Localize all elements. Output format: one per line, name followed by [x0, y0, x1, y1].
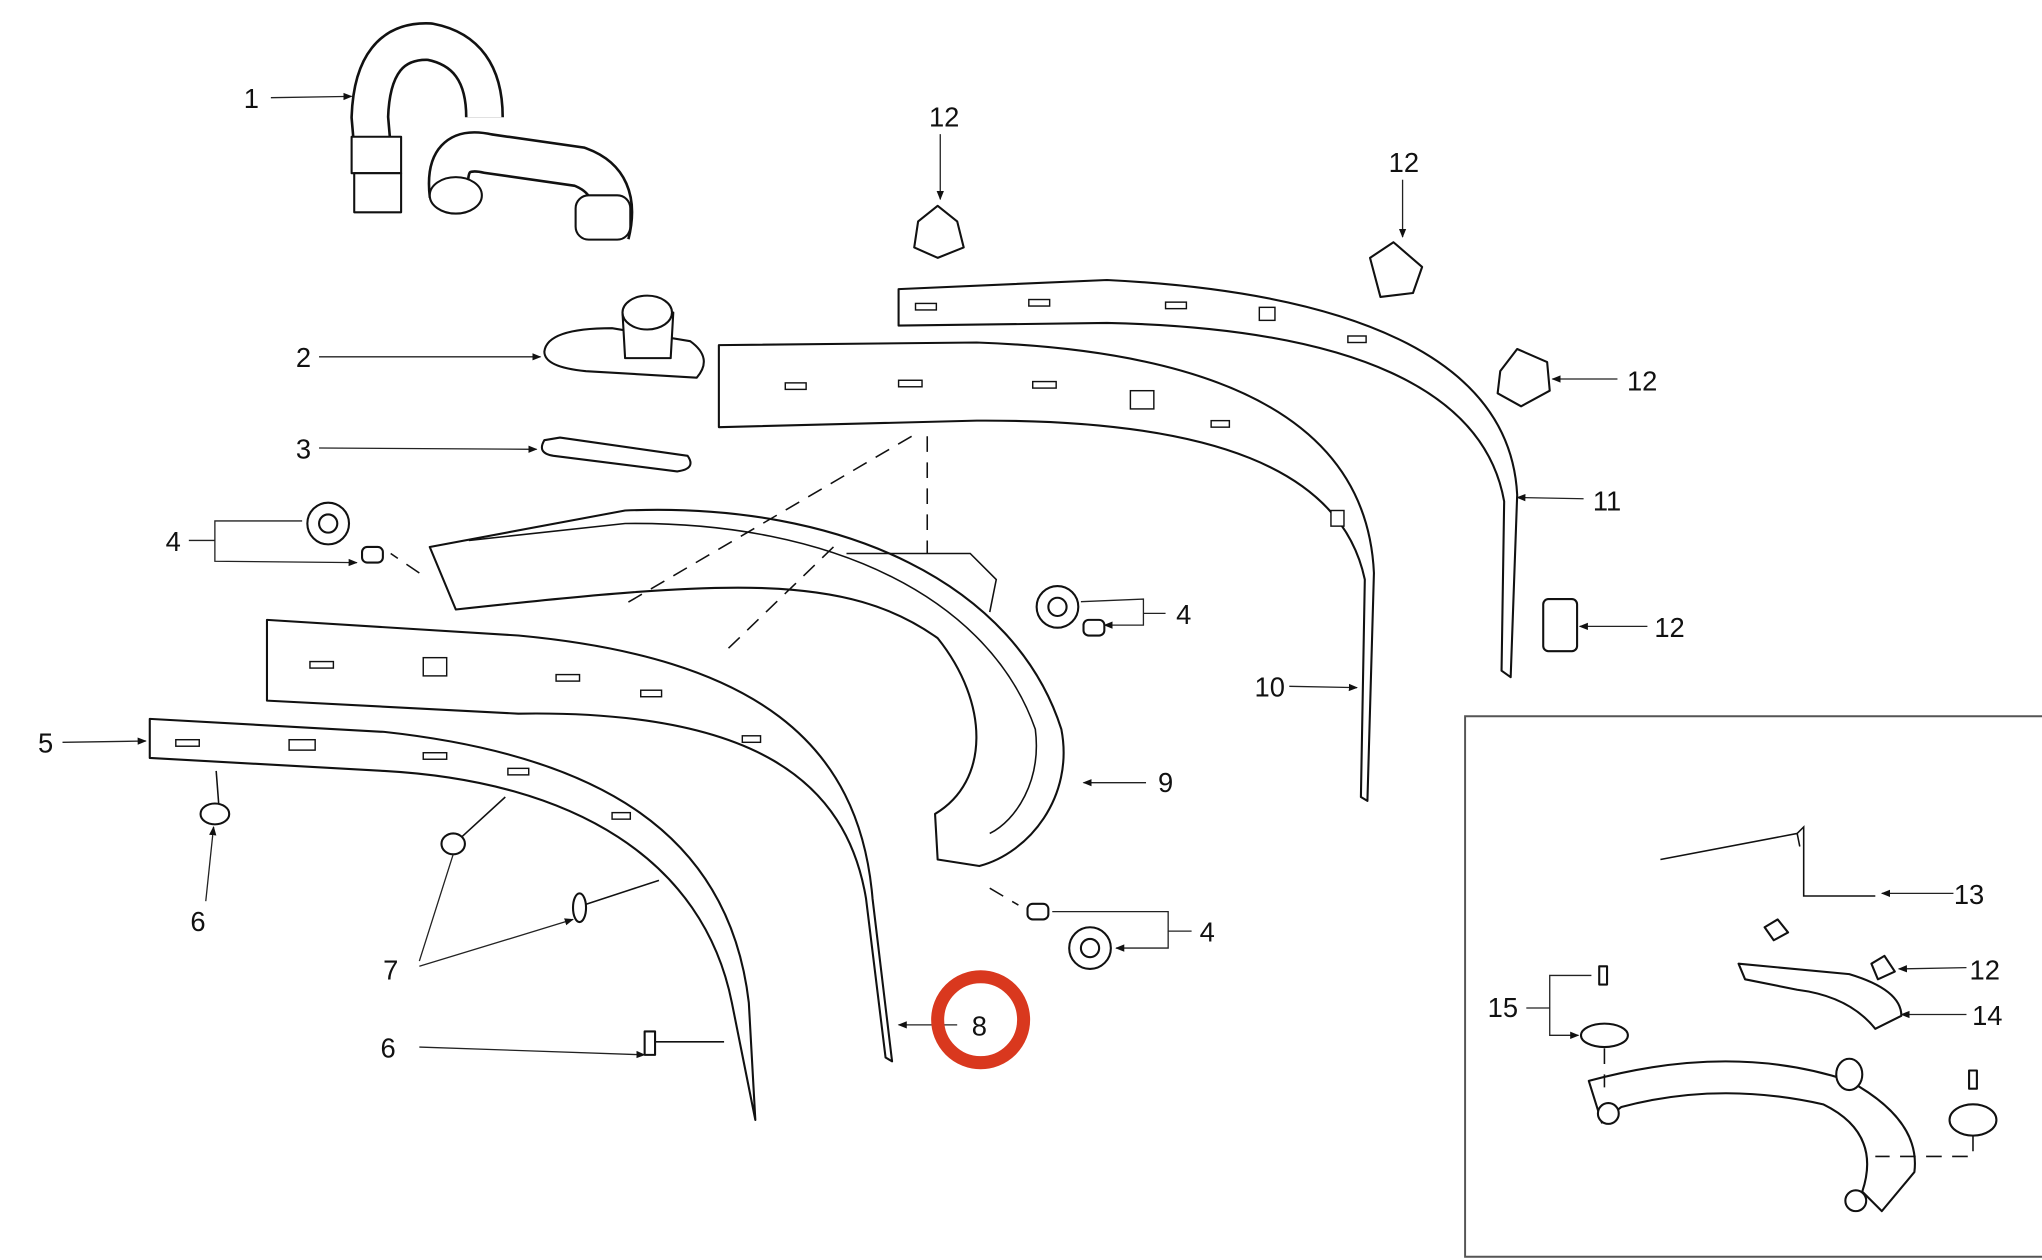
callout-4-left: 4 — [166, 526, 181, 557]
callout-10: 10 — [1255, 672, 1285, 703]
callout-13: 13 — [1954, 879, 1984, 910]
inset-assembly-view — [1464, 715, 2042, 1258]
callout-15: 15 — [1488, 992, 1518, 1023]
knob-part-12 — [913, 204, 1579, 653]
callout-11: 11 — [1593, 486, 1621, 517]
hose-part-1 — [350, 22, 634, 241]
callout-12-a: 12 — [929, 101, 959, 132]
callout-3: 3 — [296, 433, 311, 464]
callout-12-d: 12 — [1654, 612, 1684, 643]
squeegee-blade-part-11 — [897, 278, 1519, 679]
callout-6-top: 6 — [190, 906, 205, 937]
callout-9: 9 — [1158, 767, 1173, 798]
pin-parts-6-7 — [199, 770, 725, 1056]
callout-4-bottom: 4 — [1200, 917, 1215, 948]
callout-12-c: 12 — [1627, 366, 1657, 397]
callout-12-b: 12 — [1389, 147, 1419, 178]
callout-8-highlighted: 8 — [972, 1010, 987, 1041]
callout-12-inset: 12 — [1970, 954, 2000, 985]
gasket-part-3 — [540, 436, 692, 473]
callout-14: 14 — [1972, 1000, 2002, 1031]
callout-1: 1 — [244, 83, 259, 114]
hose-adapter-part-2 — [543, 294, 705, 379]
callout-5: 5 — [38, 728, 53, 759]
callout-7: 7 — [383, 954, 398, 985]
squeegee-blade-part-8 — [265, 618, 894, 1063]
callout-4-right: 4 — [1176, 599, 1191, 630]
callout-6-bottom: 6 — [380, 1032, 395, 1063]
highlight-circle — [931, 970, 1031, 1070]
callout-2: 2 — [296, 342, 311, 373]
squeegee-blade-part-5 — [148, 717, 757, 1122]
squeegee-blade-part-10 — [717, 341, 1375, 802]
callout-leaders — [62, 92, 1648, 1059]
